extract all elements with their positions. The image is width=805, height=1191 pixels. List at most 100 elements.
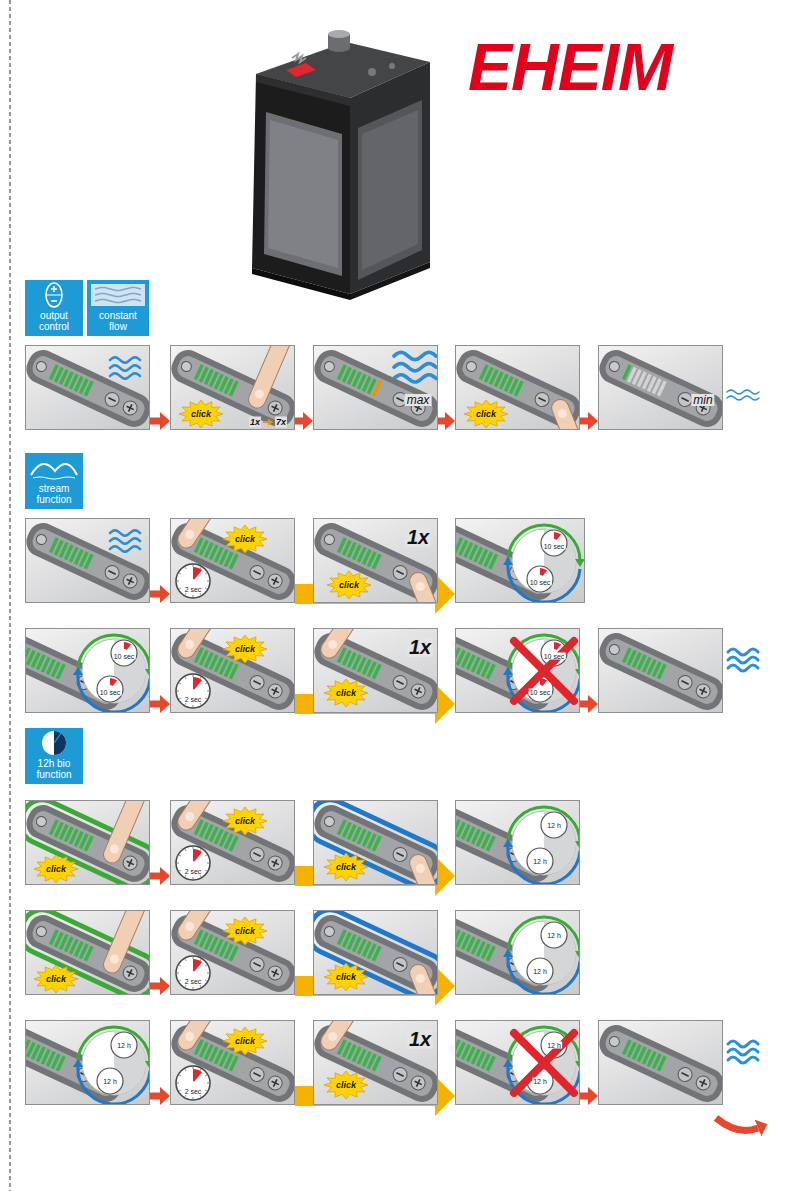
minus-button: [248, 955, 267, 974]
water-wave: [394, 352, 436, 359]
panel-bar: [26, 519, 150, 603]
control-panel: [26, 346, 150, 430]
mode-label: 12h bio function: [27, 758, 81, 780]
step-label: 10 sec: [113, 653, 136, 660]
plus-sign: [53, 286, 55, 292]
step-label: 12 h: [546, 932, 562, 939]
panel-bar: [171, 1021, 295, 1105]
panel-face: [459, 353, 577, 424]
step-arrow: [295, 418, 303, 425]
step-panel: [598, 628, 723, 713]
finger-nail: [255, 389, 264, 398]
step-label: 10 sec: [543, 543, 566, 550]
mode-icon: 12h bio function: [25, 728, 83, 784]
timer-wedge: [124, 642, 131, 650]
control-panel: [456, 346, 580, 430]
cut-line: [10, 0, 11, 1191]
plus-sign: [416, 687, 419, 694]
clock-tick: [207, 973, 209, 974]
plus-sign: [273, 404, 276, 411]
step-arrow: [150, 1093, 160, 1100]
cycle-arrow: [575, 841, 580, 849]
hold-clock: [176, 564, 210, 598]
clock-tick: [200, 593, 201, 595]
click-burst: [223, 1027, 267, 1055]
minus-button: [391, 673, 410, 692]
step-label: 2 sec: [184, 696, 203, 703]
clock-tick: [179, 870, 181, 871]
led-bar: [486, 664, 496, 680]
mode-icon: output control: [25, 280, 83, 336]
panel-bar: [314, 1021, 438, 1105]
timer-dial: [97, 1068, 123, 1094]
step-panel: click1x7x: [170, 345, 295, 430]
clock-tick: [185, 677, 186, 679]
minus-sign: [681, 398, 688, 401]
filter-illustration: [252, 30, 430, 300]
click-burst: [179, 400, 223, 428]
step-label: 1x: [405, 527, 431, 547]
step-panel: click2 sec: [170, 800, 295, 885]
step-arrow: [438, 418, 445, 425]
menu-button: [35, 815, 48, 828]
plus-button: [266, 399, 285, 418]
clock-tick: [205, 1075, 207, 1076]
control-panel: [171, 629, 295, 713]
step-illustration: [456, 911, 580, 995]
panel-bar: [314, 629, 438, 713]
step-label: 7x: [275, 417, 287, 428]
panel-bar: [599, 346, 723, 430]
timer-dial: [111, 640, 137, 666]
step-arrow: [150, 591, 160, 598]
step-label: 12 h: [532, 1078, 548, 1085]
step-label: 12 h: [102, 1078, 118, 1085]
water-wave: [110, 530, 140, 535]
control-panel: [171, 1021, 295, 1105]
plus-button: [409, 1074, 428, 1093]
step-illustration: [314, 801, 438, 885]
menu-button: [465, 360, 478, 373]
panel-face: [602, 353, 720, 424]
minus-sign: [396, 853, 403, 856]
step-panel: click: [313, 910, 438, 995]
cycle-arrow: [575, 669, 580, 677]
cycle-arc: [508, 955, 580, 994]
step-label: 1x: [407, 637, 433, 657]
clock-tick: [205, 698, 207, 699]
led-bar: [372, 946, 382, 962]
water-wave: [394, 364, 436, 371]
clock-tick: [205, 870, 207, 871]
hold-clock: [176, 1066, 210, 1100]
minus-button: [391, 845, 410, 864]
minus-button: [103, 390, 122, 409]
plus-sign: [416, 1079, 419, 1086]
click-burst: [324, 963, 368, 991]
step-illustration: [26, 346, 150, 430]
cycle-arrow: [73, 667, 83, 675]
step-illustration: [456, 1021, 580, 1105]
step-panel: click2 sec: [170, 910, 295, 995]
minus-sign: [396, 571, 403, 574]
plus-button: [266, 1074, 285, 1093]
step-illustration: [456, 801, 580, 885]
led-bar: [84, 381, 94, 397]
finger-nail: [185, 812, 194, 821]
plus-button: [694, 1074, 713, 1093]
minus-sign: [396, 1073, 403, 1076]
timer-dial: [527, 848, 553, 874]
led-bar: [372, 381, 382, 397]
timer-dial: [541, 812, 567, 838]
plus-button: [266, 572, 285, 591]
cycle-disc: [512, 811, 576, 875]
clock-tick: [205, 1090, 207, 1091]
day-night-symbol: [54, 732, 62, 743]
led-bar: [229, 836, 239, 852]
clock-tick: [205, 588, 207, 589]
panel-bar: [314, 346, 438, 430]
minus-button: [103, 563, 122, 582]
day-night-symbol: [54, 731, 66, 755]
click-label: click: [235, 817, 255, 826]
clock-tick: [179, 980, 181, 981]
minus-button: [248, 1065, 267, 1084]
minus-sign: [396, 681, 403, 684]
